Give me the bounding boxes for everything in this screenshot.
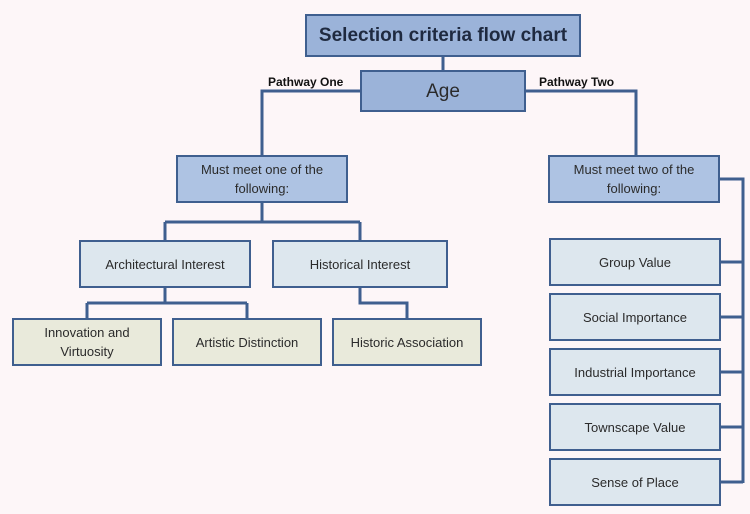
pathway-one-requirement: Must meet one of the following: [176,155,348,203]
architectural-interest-node: Architectural Interest [79,240,251,288]
industrial-importance-node: Industrial Importance [549,348,721,396]
age-node: Age [360,70,526,112]
townscape-value-node: Townscape Value [549,403,721,451]
pathway-two-label: Pathway Two [539,75,615,89]
historic-association-node: Historic Association [332,318,482,366]
connector-age-pathway-two [526,89,638,155]
pathway-one-label: Pathway One [268,75,344,89]
diagram-title: Selection criteria flow chart [305,14,581,57]
innovation-virtuosity-node: Innovation and Virtuosity [12,318,162,366]
social-importance-node: Social Importance [549,293,721,341]
connector-historical-association [358,288,409,318]
artistic-distinction-node: Artistic Distinction [172,318,322,366]
sense-of-place-node: Sense of Place [549,458,721,506]
connector-pathway-two-bracket [719,177,745,483]
historical-interest-node: Historical Interest [272,240,448,288]
group-value-node: Group Value [549,238,721,286]
connector-age-pathway-one [260,89,360,155]
pathway-two-requirement: Must meet two of the following: [548,155,720,203]
